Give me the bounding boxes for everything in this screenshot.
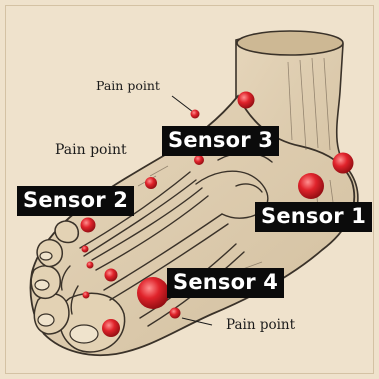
pain-marker [298,173,324,199]
pain-point-label-left: Pain point [55,143,127,157]
pain-marker [333,153,354,174]
pain-point-label-top: Pain point [96,80,160,93]
pain-marker [105,269,118,282]
pain-marker [238,92,255,109]
pain-marker [191,110,200,119]
pain-marker [87,262,94,269]
sensor-1-label: Sensor 1 [255,202,372,232]
sensor-4-label: Sensor 4 [167,268,284,298]
pain-marker [194,155,204,165]
sensor-3-label: Sensor 3 [162,126,279,156]
pain-point-label-bottom: Pain point [226,319,295,333]
leg-opening [237,31,343,55]
pain-marker [82,246,89,253]
sensor-2-label: Sensor 2 [17,186,134,216]
pain-marker [170,308,181,319]
pain-marker [145,177,157,189]
pain-marker [83,292,90,299]
pain-marker [81,218,96,233]
pain-marker [102,319,120,337]
pain-marker [137,277,169,309]
